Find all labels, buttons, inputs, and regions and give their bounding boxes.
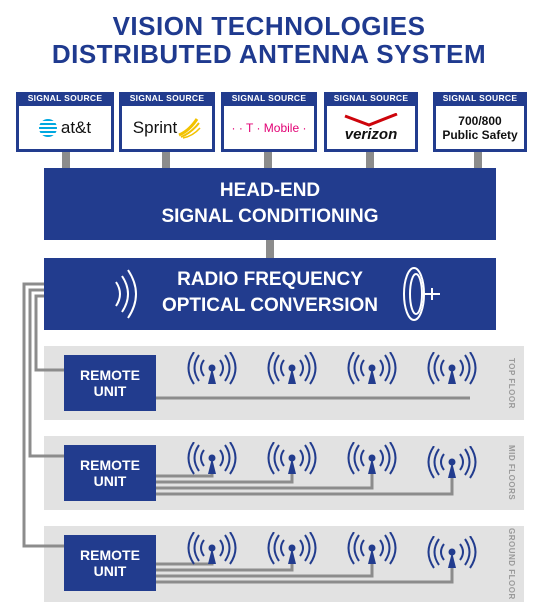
antenna-icon — [427, 352, 477, 385]
remote-unit-ground: REMOTE UNIT — [64, 535, 156, 591]
verizon-logo: verizon — [327, 106, 415, 149]
sprint-logo-icon — [178, 117, 201, 139]
verizon-wordmark: verizon — [344, 126, 398, 143]
antenna-icon — [187, 352, 237, 385]
tmobile-logo: · · T · Mobile · — [224, 106, 314, 149]
connector-tmobile — [264, 152, 272, 168]
connector-att — [62, 152, 70, 168]
antenna-icon — [267, 532, 317, 565]
head-end-line2: SIGNAL CONDITIONING — [161, 206, 379, 227]
antenna-icon — [427, 446, 477, 479]
signal-source-public-safety: SIGNAL SOURCE 700/800 Public Safety — [433, 92, 527, 152]
connector-verizon — [366, 152, 374, 168]
att-wordmark: at&t — [60, 117, 92, 137]
head-end-block: HEAD-END SIGNAL CONDITIONING — [44, 168, 496, 240]
remote-unit-line2: UNIT — [93, 563, 127, 579]
antenna-icon — [347, 532, 397, 565]
remote-unit-line2: UNIT — [93, 473, 127, 489]
signal-source-label: SIGNAL SOURCE — [333, 93, 409, 103]
antenna-icon — [187, 442, 237, 475]
diagram-title-line1: VISION TECHNOLOGIES — [112, 11, 426, 41]
sprint-wordmark: Sprint — [132, 117, 178, 137]
att-logo: at&t — [19, 106, 111, 149]
rf-conversion-line1: RADIO FREQUENCY — [177, 269, 363, 290]
rf-conversion-block: RADIO FREQUENCY OPTICAL CONVERSION — [44, 258, 496, 330]
rf-waves-icon — [115, 269, 137, 319]
remote-unit-line1: REMOTE — [80, 367, 140, 383]
connector-headend-rf — [266, 240, 274, 258]
floor-label-mid: MID FLOORS — [507, 445, 516, 501]
public-safety-line1: 700/800 — [458, 113, 502, 128]
antenna-icon — [267, 442, 317, 475]
remote-unit-top: REMOTE UNIT — [64, 355, 156, 411]
antenna-icon — [187, 532, 237, 565]
signal-source-label: SIGNAL SOURCE — [231, 93, 307, 103]
connector-sprint — [162, 152, 170, 168]
public-safety-text: 700/800 Public Safety — [436, 106, 524, 149]
verizon-check-icon — [344, 113, 398, 127]
att-globe-icon — [38, 118, 57, 137]
sprint-logo: Sprint — [122, 106, 212, 149]
antenna-icon — [347, 442, 397, 475]
diagram-title-line2: DISTRIBUTED ANTENNA SYSTEM — [51, 39, 487, 69]
rf-conversion-line2: OPTICAL CONVERSION — [161, 295, 379, 316]
antenna-icon — [267, 352, 317, 385]
head-end-line1: HEAD-END — [219, 180, 321, 201]
remote-unit-mid: REMOTE UNIT — [64, 445, 156, 501]
connector-public-safety — [474, 152, 482, 168]
floor-label-ground: GROUND FLOOR — [507, 528, 516, 600]
remote-unit-line1: REMOTE — [80, 547, 140, 563]
floor-label-top: TOP FLOOR — [507, 357, 516, 409]
signal-source-tmobile: SIGNAL SOURCE · · T · Mobile · — [221, 92, 317, 152]
tmobile-wordmark: · · T · Mobile · — [231, 120, 307, 135]
signal-source-verizon: SIGNAL SOURCE verizon — [324, 92, 418, 152]
public-safety-line2: Public Safety — [442, 127, 518, 142]
signal-source-label: SIGNAL SOURCE — [442, 93, 518, 103]
remote-unit-line1: REMOTE — [80, 457, 140, 473]
signal-source-label: SIGNAL SOURCE — [129, 93, 205, 103]
signal-source-sprint: SIGNAL SOURCE Sprint — [119, 92, 215, 152]
remote-unit-line2: UNIT — [93, 383, 127, 399]
signal-source-att: SIGNAL SOURCE at&t — [16, 92, 114, 152]
optical-dish-icon — [403, 267, 440, 321]
signal-source-label: SIGNAL SOURCE — [27, 93, 103, 103]
antenna-icon — [347, 352, 397, 385]
antenna-icon — [427, 536, 477, 569]
